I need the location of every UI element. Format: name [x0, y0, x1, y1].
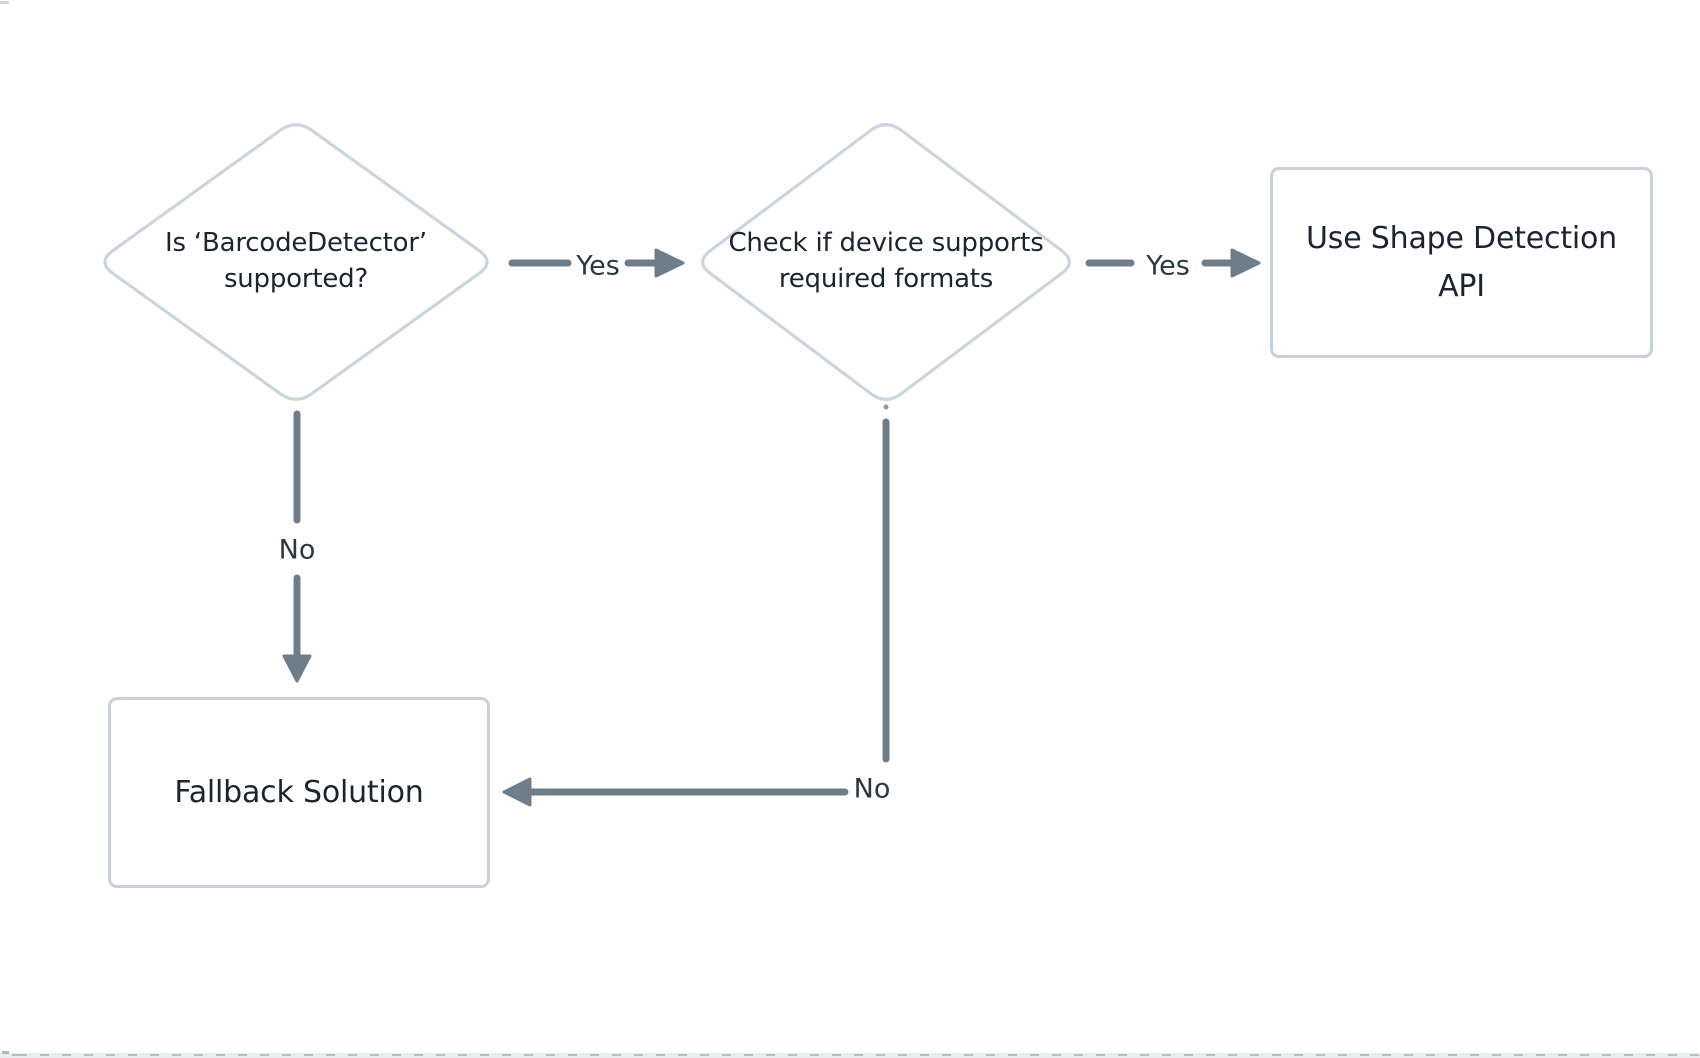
edge-label-no-2: No — [853, 773, 891, 805]
arrowhead-down-icon — [282, 654, 312, 683]
arrowhead-right-icon — [654, 248, 685, 278]
edge-label-no-1: No — [278, 534, 316, 566]
strip-dashes — [0, 1054, 1700, 1056]
diamond-shape — [701, 123, 1071, 401]
arrowhead-left-icon — [502, 777, 532, 807]
node-label: Use Shape Detection API — [1306, 221, 1617, 304]
edge-start-dot — [883, 404, 889, 410]
node-label: Is ‘BarcodeDetector’ supported? — [165, 228, 427, 294]
edge-no-formats-to-fallback — [502, 404, 890, 807]
node-action-fallback-solution: Fallback Solution — [108, 697, 490, 888]
bottom-cropped-strip — [0, 1051, 1700, 1058]
top-left-artifact — [0, 1, 9, 4]
arrowhead-right-icon — [1230, 248, 1261, 278]
node-label: Check if device supports required format… — [728, 228, 1044, 294]
node-decision-device-formats: Check if device supports required format… — [695, 119, 1077, 405]
node-action-use-shape-detection-api: Use Shape Detection API — [1270, 167, 1653, 358]
node-decision-barcodedetector-supported: Is ‘BarcodeDetector’ supported? — [97, 119, 495, 405]
node-label: Fallback Solution — [174, 774, 424, 810]
strip-mark — [2, 1051, 9, 1054]
edge-label-yes-2: Yes — [1146, 250, 1190, 282]
diamond-shape — [103, 123, 489, 401]
edge-label-yes-1: Yes — [576, 250, 620, 282]
